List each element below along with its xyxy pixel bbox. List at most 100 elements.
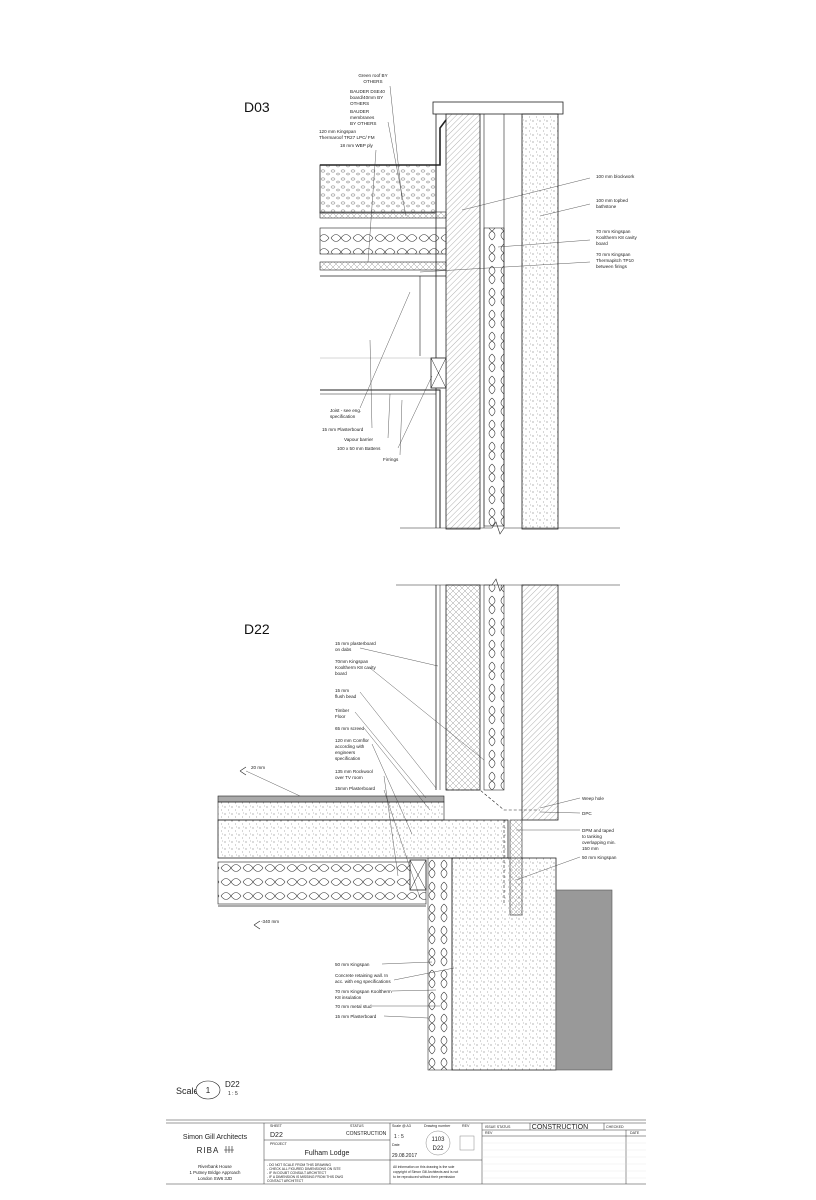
rev-col-label: REV bbox=[485, 1131, 493, 1135]
label-comflor-1: 120 mm Comflor bbox=[335, 738, 369, 743]
sheet-label: SHEET bbox=[270, 1124, 283, 1128]
scale-label: Scale @ A3 bbox=[392, 1124, 411, 1128]
label-k8-ins-2: K8 insulation bbox=[335, 995, 362, 1000]
address-line-3: London SW6 3JD bbox=[198, 1176, 232, 1181]
roof-ply bbox=[319, 261, 447, 271]
drawing-number-label: Drawing number bbox=[424, 1124, 451, 1128]
rev-label: REV bbox=[462, 1124, 470, 1128]
label-rockwool-1: 135 mm Rockwool bbox=[335, 769, 373, 774]
label-thermaroof-2: Thermaroof TR27 LPC/ FM bbox=[319, 135, 375, 140]
address-line-1: Riverbank House bbox=[198, 1164, 232, 1169]
label-tp10-1: 70 mm Kingspan bbox=[596, 252, 631, 257]
section-title-d22: D22 bbox=[244, 621, 270, 637]
address-line-2: 1 Putney Bridge Approach bbox=[189, 1170, 241, 1175]
comflor-slab bbox=[217, 819, 509, 859]
firm-name: Simon Gill Architects bbox=[183, 1134, 248, 1141]
label-kingspan-ext: 50 mm Kingspan bbox=[582, 855, 617, 860]
copyright-3: to be reproduced without their permissio… bbox=[393, 1175, 455, 1179]
label-comflor-4: specification bbox=[335, 756, 361, 761]
label-joist-2: specification bbox=[330, 414, 356, 419]
label-retaining-1: Concrete retaining wall. In bbox=[335, 973, 389, 978]
issue-status-value: CONSTRUCTION bbox=[532, 1124, 588, 1131]
label-blockwork: 100 mm blockwork bbox=[596, 174, 635, 179]
label-thermaroof-1: 120 mm Kingspan bbox=[319, 129, 356, 134]
title-block: Simon Gill Architects RIBA Riverbank Hou… bbox=[166, 1119, 646, 1185]
screed bbox=[217, 801, 445, 821]
note-5: CONTACT ARCHITECT bbox=[267, 1179, 303, 1183]
label-retaining-2: acc. with eng specifications bbox=[335, 979, 391, 984]
scale-prefix: Scale bbox=[176, 1086, 199, 1096]
label-screed: 65 mm screed bbox=[335, 726, 365, 731]
retaining-wall bbox=[451, 857, 557, 1071]
drawing-number-circle bbox=[425, 1130, 451, 1156]
label-flush-bead-2: flush bead bbox=[335, 694, 357, 699]
copyright-1: All information on this drawing is the s… bbox=[393, 1165, 455, 1169]
label-plasterboard-d22: 15mm Plasterboard bbox=[335, 786, 376, 791]
label-dim-340mm: -340 mm bbox=[261, 919, 279, 924]
label-k8-d22-3: board bbox=[335, 671, 347, 676]
label-bathstone-2: bathstone bbox=[596, 204, 617, 209]
cavity-insulation bbox=[483, 227, 505, 527]
label-metal-stud: 70 mm metal stud bbox=[335, 1004, 372, 1009]
label-tp10-2: Thermapitch TP10 bbox=[596, 258, 634, 263]
status-label: STATUS bbox=[350, 1124, 364, 1128]
green-roof bbox=[319, 164, 437, 214]
scale-ref: D22 bbox=[225, 1080, 240, 1089]
label-plasterboard-dabs-1: 15 mm plasterboard bbox=[335, 641, 376, 646]
project-value: Fulham Lodge bbox=[305, 1150, 350, 1157]
rockwool bbox=[217, 861, 427, 905]
label-battens: 100 x 50 mm Battens bbox=[337, 446, 381, 451]
note-1: - DO NOT SCALE FROM THIS DRAWING bbox=[267, 1163, 331, 1167]
label-kingspan-int: 50 mm Kingspan bbox=[335, 962, 370, 967]
status-value: CONSTRUCTION bbox=[346, 1131, 387, 1137]
label-comflor-2: according with bbox=[335, 744, 365, 749]
rev-box bbox=[459, 1135, 475, 1151]
label-dpm-3: overlapping min. bbox=[582, 840, 616, 845]
label-joist-1: Joist - see eng. bbox=[330, 408, 361, 413]
label-tp10-3: between firings bbox=[596, 264, 628, 269]
label-dpm-2: to tanking bbox=[582, 834, 602, 839]
label-membranes-1: BAUDER bbox=[350, 109, 370, 114]
bathstone-leaf bbox=[521, 113, 559, 530]
sheet-value: D22 bbox=[270, 1132, 283, 1139]
scale-ratio: 1 : 5 bbox=[228, 1091, 238, 1097]
label-wbp-ply: 18 mm WBP ply bbox=[340, 143, 374, 148]
label-dse40-1: BAUDER DSE40 bbox=[350, 89, 385, 94]
label-dse40-2: board/40mm BY bbox=[350, 95, 383, 100]
roof-board bbox=[319, 211, 447, 219]
label-plasterboard-d03: 15 mm Plasterbourd bbox=[322, 427, 364, 432]
label-timber-2: Floor bbox=[335, 714, 346, 719]
date-value: 29.08.2017 bbox=[392, 1153, 417, 1159]
timber-floor bbox=[217, 795, 445, 803]
section-title-d03: D03 bbox=[244, 99, 270, 115]
label-plasterboard-int: 15 mm Plasterboard bbox=[335, 1014, 377, 1019]
label-vapour-barrier: Vapour barrier bbox=[344, 437, 373, 442]
retaining-insulation bbox=[427, 857, 453, 1071]
outer-leaf bbox=[521, 584, 559, 821]
section-d22: D22 bbox=[217, 578, 620, 1071]
label-timber-1: Timber bbox=[335, 708, 350, 713]
label-bathstone-1: 100 mm topbed bbox=[596, 198, 628, 203]
cavity-insulation-d22 bbox=[483, 584, 505, 791]
ground bbox=[555, 889, 613, 1071]
section-d03: D03 bbox=[244, 73, 638, 535]
label-green-roof-1: Green roof BY bbox=[358, 73, 387, 78]
issue-status-label: ISSUE STATUS bbox=[485, 1125, 511, 1129]
label-membranes-2: membranes bbox=[350, 115, 375, 120]
inner-leaf bbox=[445, 584, 481, 791]
label-k8-3: board bbox=[596, 241, 608, 246]
label-k8-d22-1: 70mm Kingspan bbox=[335, 659, 369, 664]
project-label: PROJECT bbox=[270, 1142, 288, 1146]
label-dpc: DPC bbox=[582, 811, 592, 816]
label-dim-20mm: 20 mm bbox=[251, 765, 265, 770]
label-green-roof-2: OTHERS bbox=[363, 79, 382, 84]
label-dse40-3: OTHERS bbox=[350, 101, 369, 106]
label-firrings: Firrings bbox=[383, 457, 399, 462]
scale-value: 1 : 5 bbox=[394, 1134, 404, 1140]
label-k8-ins-1: 70 mm Kingspan Kooltherm bbox=[335, 989, 392, 994]
drawing-number-value: 1103 bbox=[432, 1137, 446, 1143]
label-dpm-4: 150 mm bbox=[582, 846, 599, 851]
label-membranes-3: BY OTHERS bbox=[350, 121, 376, 126]
scale-number: 1 bbox=[206, 1086, 211, 1095]
